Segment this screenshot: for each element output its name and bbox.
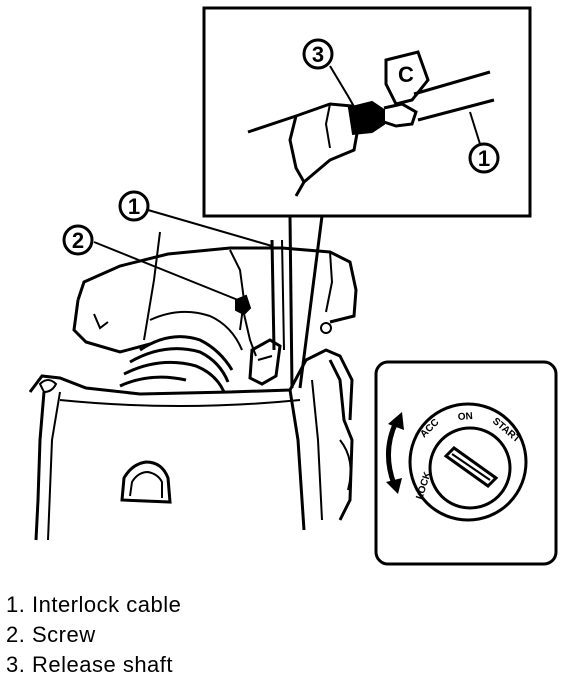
callout-3-inset: 3: [302, 38, 334, 70]
callout-2-main-number: 2: [72, 228, 84, 253]
inset-tag: C: [398, 62, 414, 87]
detail-inset: [202, 6, 532, 218]
legend-number: 3.: [6, 652, 26, 677]
callout-1-main-number: 1: [128, 194, 140, 219]
callout-2-main: 2: [62, 224, 94, 256]
callout-1-main: 1: [118, 190, 150, 222]
callout-1-inset-number: 1: [478, 146, 490, 171]
ignition-inset: [374, 360, 558, 566]
inset-pointer: [288, 215, 324, 389]
legend-number: 2.: [6, 622, 26, 647]
legend-item-interlock-cable: 1. Interlock cable: [6, 590, 566, 620]
legend-label: Release shaft: [31, 652, 174, 677]
legend-label: Interlock cable: [31, 592, 182, 617]
ignition-label-on: ON: [457, 411, 473, 423]
interlock-cable-diagram: C 3 1: [28, 6, 558, 566]
callout-3-number: 3: [312, 42, 324, 67]
legend: 1. Interlock cable 2. Screw 3. Release s…: [6, 590, 566, 680]
legend-label: Screw: [31, 622, 96, 647]
legend-item-release-shaft: 3. Release shaft: [6, 650, 566, 680]
console-illustration: [28, 209, 358, 541]
callout-1-inset: 1: [468, 142, 500, 174]
legend-number: 1.: [6, 592, 26, 617]
legend-item-screw: 2. Screw: [6, 620, 566, 650]
